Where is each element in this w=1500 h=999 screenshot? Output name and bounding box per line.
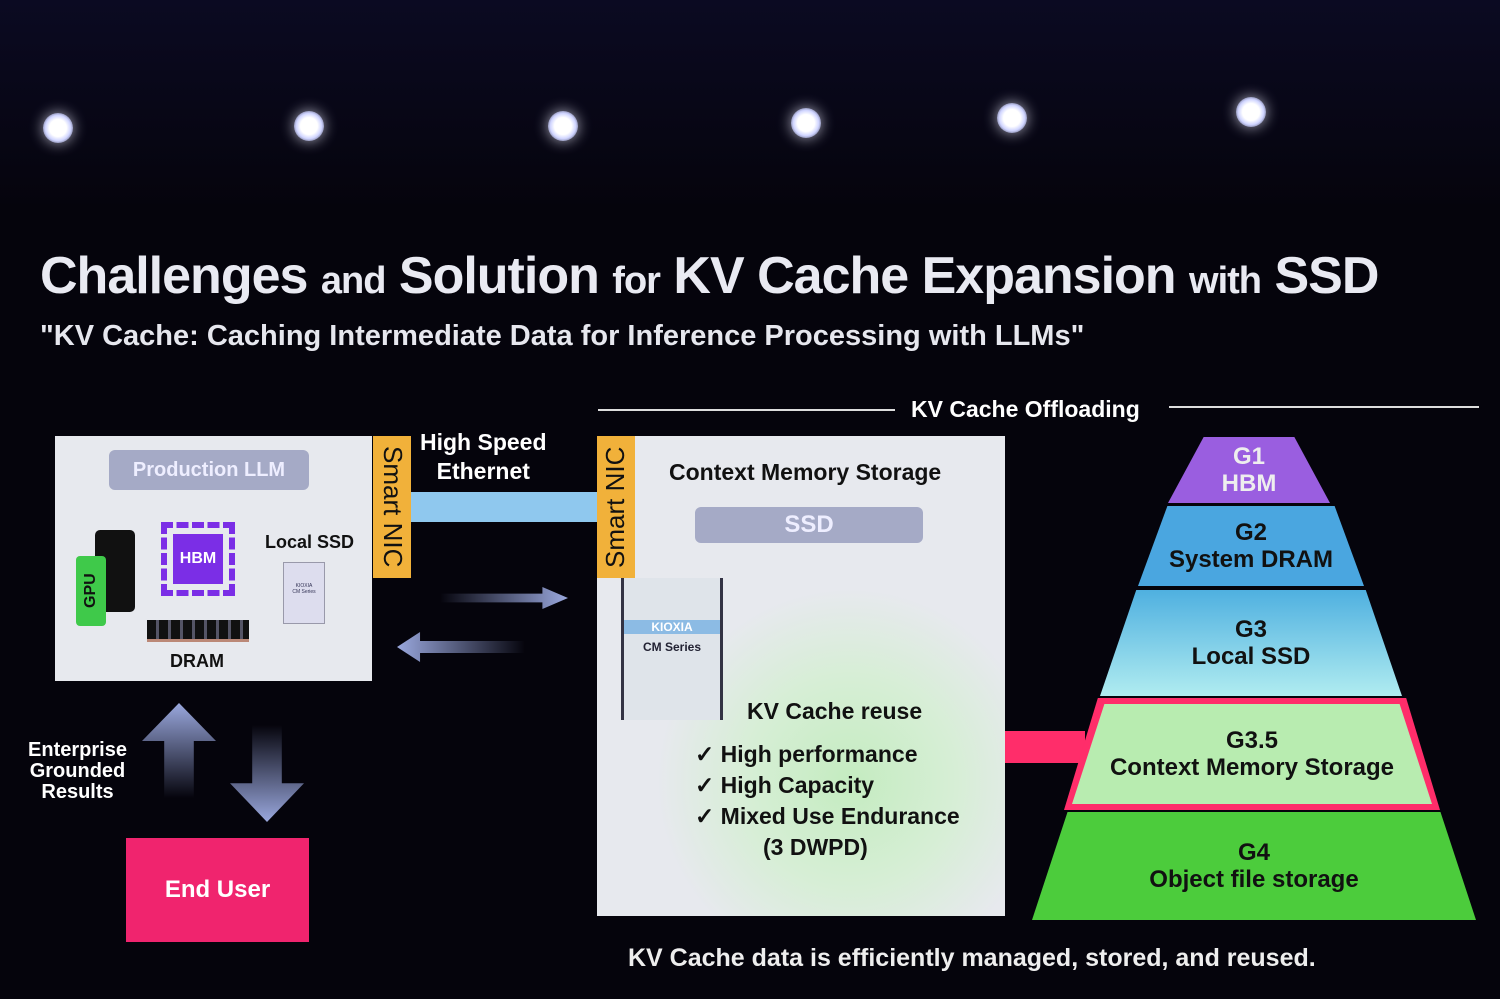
- stage-light: [43, 113, 73, 143]
- feature-list: ✓ High performance ✓ High Capacity ✓ Mix…: [695, 739, 960, 863]
- ethernet-link: [411, 492, 597, 522]
- slide-subtitle: "KV Cache: Caching Intermediate Data for…: [40, 320, 1085, 352]
- offloading-line-right: [1169, 406, 1479, 408]
- stage-background: [0, 0, 1500, 210]
- arrow-up-icon: [142, 703, 216, 798]
- local-ssd-label: Local SSD: [265, 532, 355, 552]
- stage-light: [548, 111, 578, 141]
- stage-light: [294, 111, 324, 141]
- gpu-label: GPU: [76, 556, 106, 626]
- smart-nic-right: Smart NIC: [597, 436, 635, 578]
- arrow-right-icon: [440, 587, 568, 609]
- feature-item: ✓ High Capacity: [695, 772, 875, 798]
- arrow-left-icon: [397, 632, 525, 662]
- arrow-down-icon: [230, 725, 304, 822]
- kv-cache-reuse-label: KV Cache reuse: [747, 698, 923, 724]
- production-llm-label: Production LLM: [109, 450, 309, 490]
- stage-light: [791, 108, 821, 138]
- footer-caption: KV Cache data is efficiently managed, st…: [628, 944, 1316, 972]
- offloading-line-left: [598, 409, 895, 411]
- offloading-label: KV Cache Offloading: [911, 396, 1140, 422]
- slide-title: Challenges and Solution for KV Cache Exp…: [40, 247, 1379, 305]
- stage-light: [1236, 97, 1266, 127]
- endurance-label: (3 DWPD): [763, 834, 868, 860]
- smart-nic-left: Smart NIC: [373, 436, 411, 578]
- hbm-chip-icon: HBM: [161, 522, 235, 596]
- stage-light: [997, 103, 1027, 133]
- ssd-label: SSD: [695, 507, 923, 543]
- dram-label: DRAM: [170, 651, 224, 671]
- end-user-box: End User: [126, 838, 309, 942]
- dram-module-icon: [147, 620, 249, 642]
- feature-item: ✓ Mixed Use Endurance: [695, 803, 960, 829]
- feature-item: ✓ High performance: [695, 741, 918, 767]
- cms-tier-connector: [1005, 731, 1085, 763]
- cms-title: Context Memory Storage: [669, 459, 942, 485]
